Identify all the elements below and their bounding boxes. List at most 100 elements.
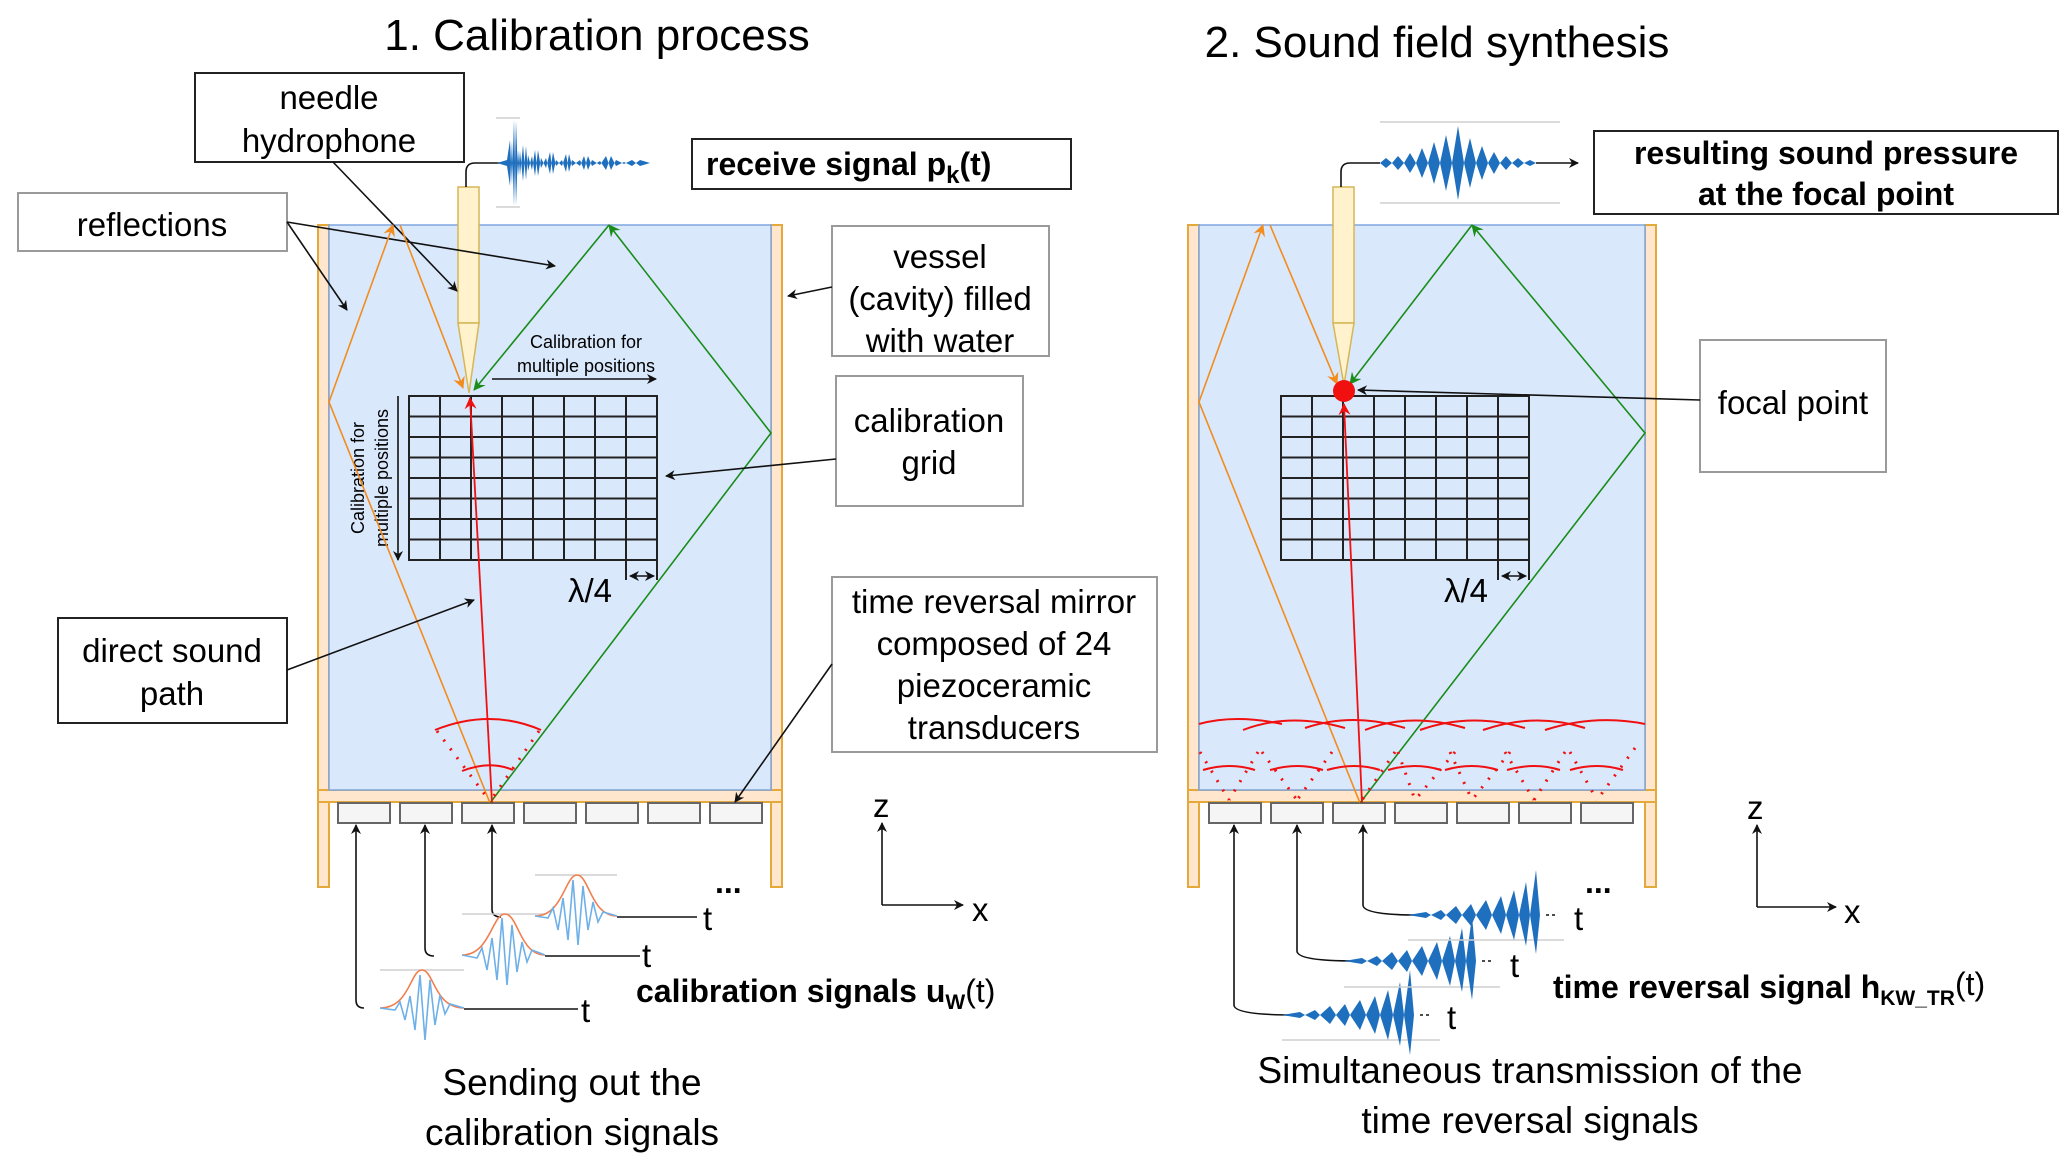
caption-line2: calibration signals xyxy=(425,1112,719,1153)
ellipsis: ... xyxy=(1585,864,1612,900)
needle-hydrophone xyxy=(457,162,500,394)
reflections-box xyxy=(17,192,288,252)
grid-vertical-note: Calibration for multiple positions xyxy=(348,409,392,547)
reflection-ray-green-b xyxy=(473,224,610,391)
time-reversal-mirror-box xyxy=(831,576,1158,753)
time-reversal-signal-3 xyxy=(1408,870,1564,954)
reflection-ray-orange-b xyxy=(1269,224,1339,385)
focal-point-label: focal point xyxy=(1718,384,1868,421)
reflection-ray-green-a xyxy=(1359,224,1647,804)
focal-point-pointer xyxy=(1357,385,1701,401)
emitted-wavefront xyxy=(434,718,542,801)
direct-sound-path-label-line2: path xyxy=(140,675,204,712)
transducer-array xyxy=(1208,802,1634,824)
transducer xyxy=(1394,802,1448,824)
z-axis-label: z xyxy=(1747,789,1764,826)
panel-title: 2. Sound field synthesis xyxy=(1205,18,1670,67)
z-axis-label: z xyxy=(873,787,890,824)
time-reversal-signal-2 xyxy=(1344,916,1500,1000)
reflections-pointer-1 xyxy=(286,221,556,270)
needle-tip xyxy=(457,322,480,394)
needle-tip xyxy=(1332,322,1355,386)
vessel-base xyxy=(317,789,783,803)
hydrophone-cable xyxy=(465,162,500,187)
direct-sound-path-box xyxy=(57,617,288,724)
time-reversal-signal-1 xyxy=(1282,970,1440,1055)
panel-title: 1. Calibration process xyxy=(384,11,810,60)
water xyxy=(1198,224,1646,791)
transducer xyxy=(709,802,763,824)
calibration-signal-2 xyxy=(461,913,546,986)
direct-sound-path xyxy=(464,397,493,804)
calibration-grid-box xyxy=(835,375,1024,507)
time-reversal-mirror-label-line3: piezoceramic xyxy=(897,667,1091,704)
calibration-signal-feeds xyxy=(351,824,697,1010)
calibration-grid-label-line1: calibration xyxy=(854,402,1004,439)
time-reversal-mirror-pointer xyxy=(734,663,833,803)
water xyxy=(328,224,772,791)
needle-hydrophone-label-line2: hydrophone xyxy=(242,122,416,159)
grid-vertical-note-line1: Calibration for xyxy=(348,422,368,534)
needle-hydrophone-box xyxy=(194,72,465,163)
time-reversal-mirror-label-line2: composed of 24 xyxy=(877,625,1112,662)
reflection-ray-orange-b xyxy=(399,224,465,389)
time-reversal-signals-label: time reversal signal hKW_TR(t) xyxy=(1553,966,1985,1010)
grid-vertical-note-line2: multiple positions xyxy=(372,409,392,547)
direct-sound-path-pointer xyxy=(286,598,475,671)
vessel xyxy=(317,224,783,888)
transducer xyxy=(1208,802,1262,824)
reflection-ray-green-b xyxy=(1349,224,1473,385)
transducer-array xyxy=(337,802,763,824)
time-reversal-mirror-label-line4: transducers xyxy=(908,709,1080,746)
calibration-grid-label-line2: grid xyxy=(901,444,956,481)
vessel-label-line1: vessel xyxy=(893,238,987,275)
transducer xyxy=(461,802,515,824)
time-axis-label: t xyxy=(1510,947,1519,984)
transducer xyxy=(647,802,701,824)
receive-signal-label: receive signal pk(t) xyxy=(706,146,991,189)
needle-body xyxy=(457,186,480,324)
calibration-grid xyxy=(1280,395,1530,580)
ellipsis: ... xyxy=(715,864,742,900)
coordinate-axes: z x xyxy=(1747,789,1861,930)
resulting-pressure-box xyxy=(1593,130,2059,215)
resulting-pressure-label-line1: resulting sound pressure xyxy=(1634,135,2018,171)
time-reversal-mirror-label-line1: time reversal mirror xyxy=(852,583,1136,620)
vessel-left-wall xyxy=(1187,224,1200,888)
x-axis-label: x xyxy=(972,891,989,928)
vessel-label-line2: (cavity) filled xyxy=(848,280,1031,317)
vessel-base xyxy=(1187,789,1657,803)
reflection-ray-orange-a xyxy=(1198,224,1361,804)
caption-line1: Simultaneous transmission of the xyxy=(1258,1050,1803,1091)
direct-sound-path xyxy=(1338,403,1363,804)
transducer xyxy=(1456,802,1510,824)
coordinate-axes: z x xyxy=(873,787,989,928)
caption-line2: time reversal signals xyxy=(1361,1100,1698,1141)
vessel-box xyxy=(831,225,1050,357)
calibration-signal-1 xyxy=(379,969,465,1041)
calibration-grid xyxy=(408,395,658,580)
transducer xyxy=(1580,802,1634,824)
time-axis-label: t xyxy=(703,900,712,937)
transducer xyxy=(585,802,639,824)
transducer xyxy=(1518,802,1572,824)
lambda-label: λ/4 xyxy=(1444,572,1488,609)
focal-point-box xyxy=(1699,339,1887,473)
needle-hydrophone xyxy=(1332,162,1380,386)
transducer xyxy=(1332,802,1386,824)
focal-point-marker xyxy=(1333,380,1355,402)
grid-horizontal-note-line2: multiple positions xyxy=(517,356,655,376)
reflection-ray-green-a xyxy=(489,224,773,804)
resulting-pressure-label-line2: at the focal point xyxy=(1698,176,1954,212)
vessel-right-wall xyxy=(1644,224,1657,888)
time-axis-label: t xyxy=(581,992,590,1029)
grid-horizontal-note-line1: Calibration for xyxy=(530,332,642,352)
transducer xyxy=(523,802,577,824)
time-axis-label: t xyxy=(642,937,651,974)
panel-calibration: 1. Calibration process xyxy=(17,11,1158,1153)
transducer xyxy=(399,802,453,824)
time-axis-label: t xyxy=(1447,999,1456,1036)
superposed-wavefronts xyxy=(1198,718,1646,801)
reflections-pointer-2 xyxy=(286,221,348,311)
